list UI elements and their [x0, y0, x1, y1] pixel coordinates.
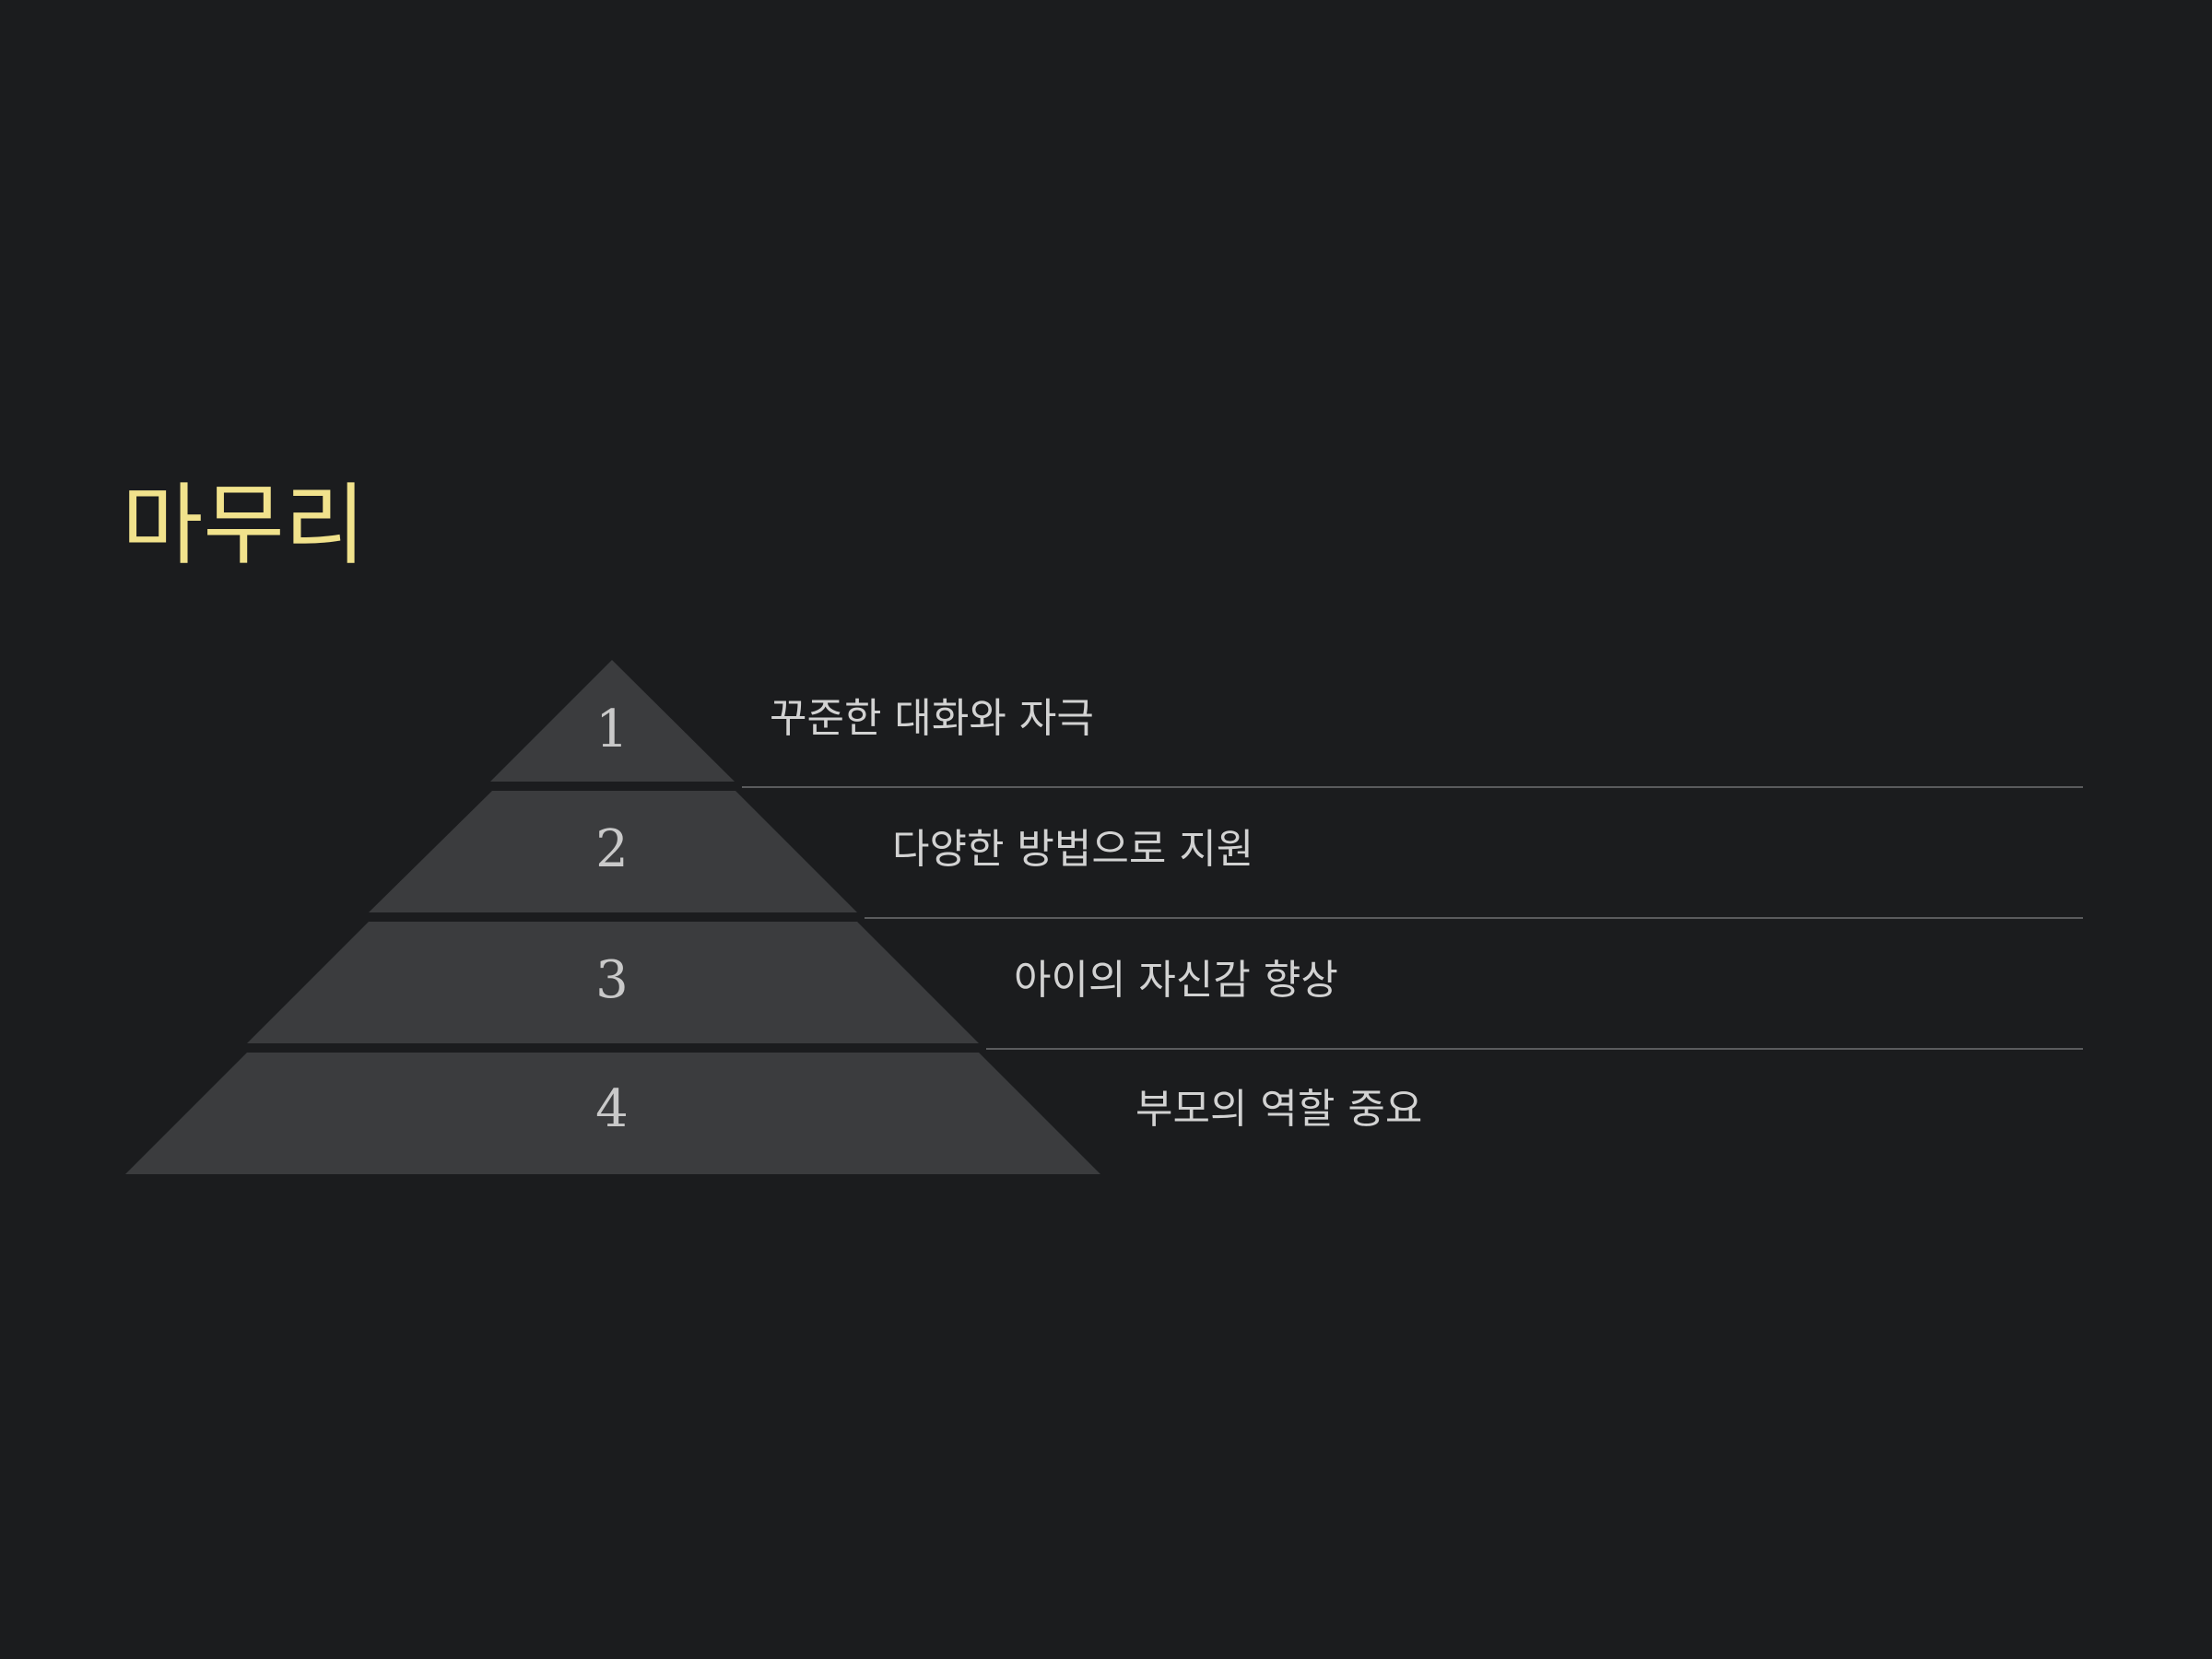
- pyramid-tier-1-number: 1: [595, 700, 629, 759]
- pyramid-tier-4-shape: [125, 1053, 1100, 1174]
- pyramid-tier-3-shape: [247, 922, 979, 1043]
- pyramid-tier-1: 1 꾸준한 대화와 자극: [490, 660, 2083, 788]
- pyramid-tier-2: 2 다양한 방법으로 지원: [369, 791, 2083, 919]
- pyramid-tier-2-shape: [369, 791, 857, 912]
- pyramid-tier-3-label: 아이의 자신감 향상: [1014, 957, 1338, 1004]
- pyramid-tier-4-number: 4: [595, 1079, 629, 1139]
- slide-title: 마무리: [122, 474, 366, 577]
- pyramid-tier-3-number: 3: [595, 950, 629, 1010]
- pyramid-tier-1-shape: [490, 660, 735, 782]
- pyramid-tier-2-label: 다양한 방법으로 지원: [892, 826, 1253, 873]
- pyramid-tier-4: 4 부모의 역할 중요: [125, 1053, 1422, 1174]
- pyramid-tier-2-number: 2: [595, 819, 629, 879]
- pyramid-tier-1-label: 꾸준한 대화와 자극: [770, 695, 1094, 742]
- pyramid-tier-4-label: 부모의 역할 중요: [1135, 1086, 1422, 1133]
- pyramid-tier-3: 3 아이의 자신감 향상: [247, 922, 2083, 1050]
